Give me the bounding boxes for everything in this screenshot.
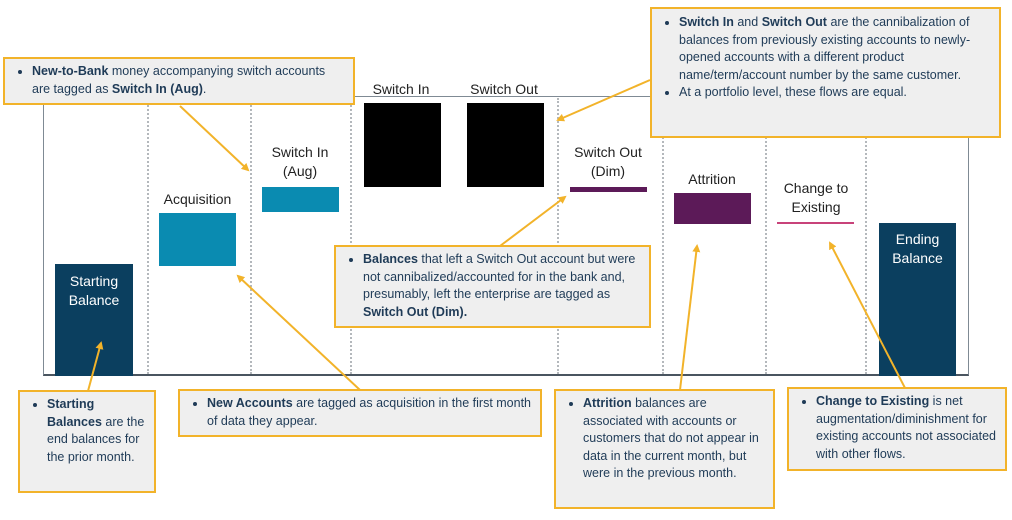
callout-switch-in-out: Switch In and Switch Out are the canniba… — [650, 7, 1001, 138]
attrition-block — [674, 193, 751, 224]
column-separator — [350, 98, 352, 374]
switch-in-aug-block — [262, 187, 339, 212]
attrition-label: Attrition — [688, 171, 736, 187]
column-separator — [557, 98, 559, 374]
callout-switch-out-dim: Balances that left a Switch Out account … — [334, 245, 651, 328]
callout-new-to-bank: New-to-Bank money accompanying switch ac… — [3, 57, 355, 105]
column-separator — [765, 98, 767, 374]
change-to-existing-line — [777, 222, 854, 224]
callout-new-accounts: New Accounts are tagged as acquisition i… — [178, 389, 542, 437]
column-separator — [250, 98, 252, 374]
switch-out-dim-block — [570, 187, 647, 192]
column-separator — [662, 98, 664, 374]
callout-attrition: Attrition balances are associated with a… — [554, 389, 775, 509]
switch-out-dim-label: Switch Out (Dim) — [574, 144, 642, 179]
switch-in-aug-label: Switch In (Aug) — [271, 144, 329, 179]
switch-in-block — [364, 103, 441, 187]
acquisition-label: Acquisition — [163, 191, 232, 207]
switch-out-block — [467, 103, 544, 187]
ending-balance-label: Ending Balance — [892, 231, 943, 266]
starting-balance-label: Starting Balance — [68, 273, 120, 308]
switch-in-label: Switch In — [372, 81, 430, 97]
acquisition-block — [159, 213, 236, 266]
callout-change-existing: Change to Existing is net augmentation/d… — [787, 387, 1007, 471]
callout-starting: Starting Balances are the end balances f… — [18, 390, 156, 493]
change-to-existing-label: Change to Existing — [783, 180, 849, 215]
switch-out-label: Switch Out — [470, 81, 538, 97]
column-separator — [865, 98, 867, 374]
column-separator — [147, 98, 149, 374]
